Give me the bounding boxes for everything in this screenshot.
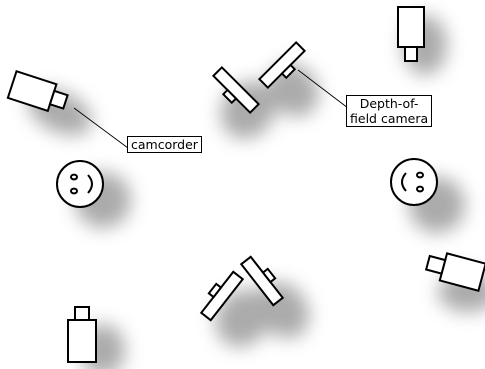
camcorder-icon <box>67 306 97 363</box>
dof-camera-leader-line <box>297 69 349 109</box>
depth-of-field-camera-icon <box>199 270 245 322</box>
camcorder-icon <box>397 6 425 62</box>
depth-of-field-camera-label: Depth-of- field camera <box>346 95 433 127</box>
camcorder-icon <box>424 252 485 292</box>
camcorder-leader-line <box>73 107 129 149</box>
dof-label-line-2: field camera <box>350 111 429 126</box>
face-icon <box>56 160 104 208</box>
camcorder-icon <box>6 70 69 113</box>
camcorder-label-text: camcorder <box>131 137 198 152</box>
face-icon <box>390 158 438 206</box>
depth-of-field-camera-icon <box>257 40 307 90</box>
camcorder-label: camcorder <box>127 136 202 153</box>
depth-of-field-camera-icon <box>239 255 285 307</box>
depth-of-field-camera-icon <box>211 65 261 115</box>
dof-label-line-1: Depth-of- <box>359 96 419 111</box>
